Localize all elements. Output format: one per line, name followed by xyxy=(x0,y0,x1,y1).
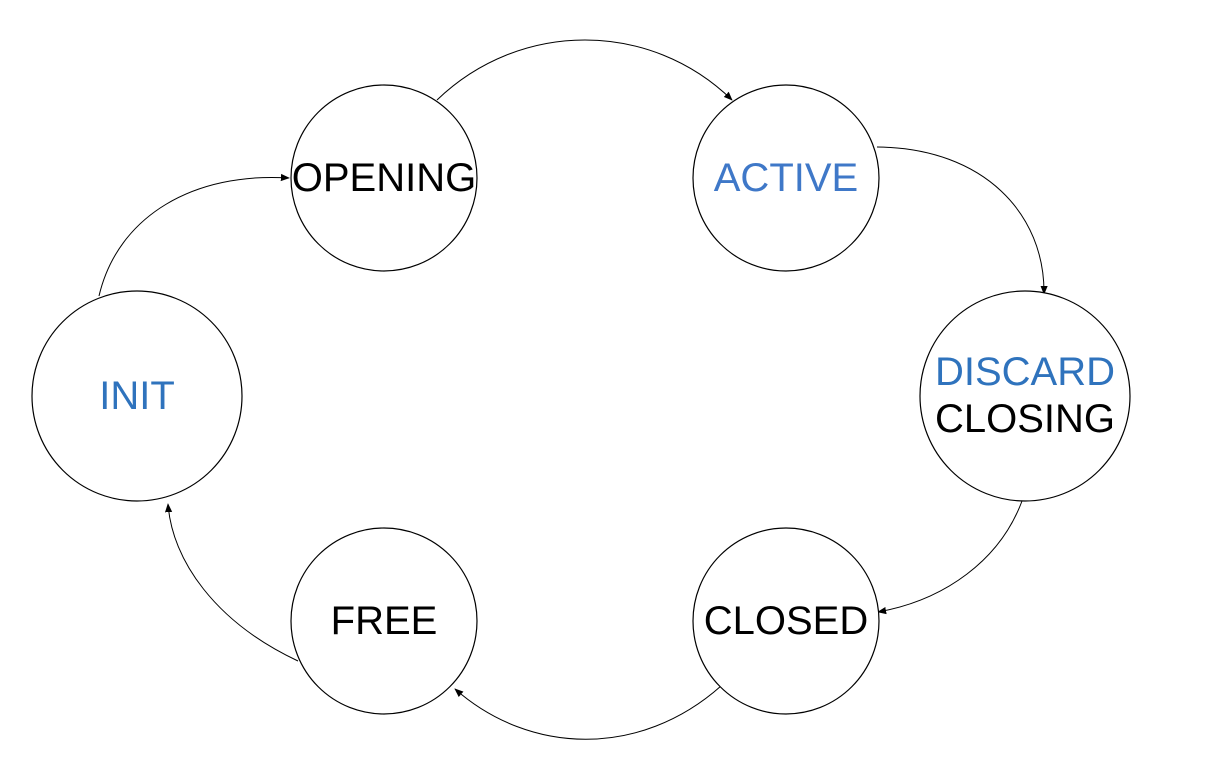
state-closing-label: CLOSING xyxy=(935,397,1115,441)
state-opening-label: OPENING xyxy=(292,156,476,200)
state-free: FREE xyxy=(290,527,478,715)
state-discard-label: DISCARD xyxy=(935,350,1115,394)
transition-active-to-discard-closing xyxy=(876,146,1048,295)
state-active-label: ACTIVE xyxy=(714,156,858,200)
state-closed: CLOSED xyxy=(692,527,880,715)
state-opening: OPENING xyxy=(290,84,478,272)
state-init: INIT xyxy=(31,290,243,502)
transition-discard-closing-to-closed xyxy=(877,500,1023,615)
transition-opening-to-active xyxy=(436,39,733,101)
transition-free-to-init xyxy=(164,503,299,662)
state-free-label: FREE xyxy=(331,599,438,643)
state-discard-closing: DISCARD CLOSING xyxy=(919,290,1131,502)
state-init-label: INIT xyxy=(99,374,175,418)
state-closed-label: CLOSED xyxy=(704,599,869,643)
transition-closed-to-free xyxy=(454,685,722,740)
transition-init-to-opening xyxy=(98,173,290,297)
state-active: ACTIVE xyxy=(692,84,880,272)
